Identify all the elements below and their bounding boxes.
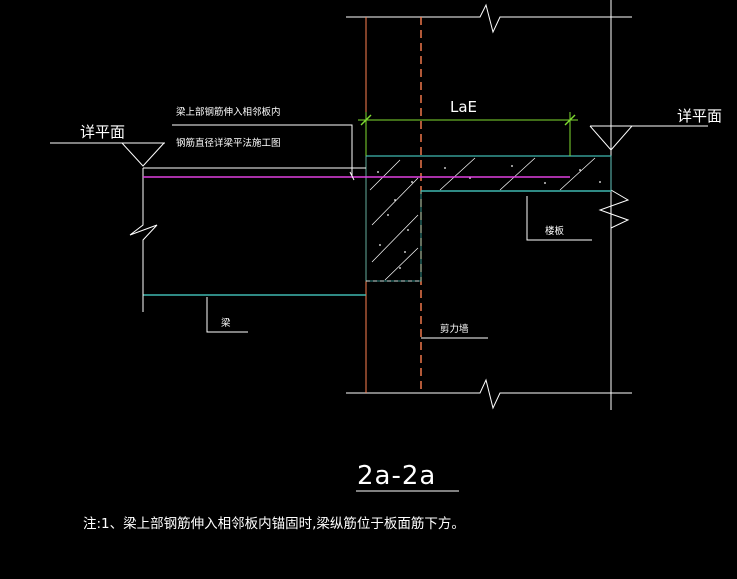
slab-leader-line xyxy=(526,196,592,241)
concrete-hatch xyxy=(365,155,612,282)
bottom-break-line xyxy=(346,378,632,410)
detail-plan-left-label: 详平面 xyxy=(80,123,125,141)
top-break-line xyxy=(346,3,632,34)
section-title: 2a-2a xyxy=(357,461,436,491)
right-break-symbol xyxy=(598,189,630,229)
footnote-text: 注:1、梁上部钢筋伸入相邻板内锚固时,梁纵筋位于板面筋下方。 xyxy=(83,515,465,532)
slab-label: 楼板 xyxy=(545,225,565,237)
beam-label: 梁 xyxy=(221,317,231,329)
note-line-2: 钢筋直径详梁平法施工图 xyxy=(176,137,281,149)
note-line-1: 梁上部钢筋伸入相邻板内 xyxy=(176,106,281,118)
note-leader-line xyxy=(172,124,353,176)
beam-left-break-symbol xyxy=(129,168,158,312)
detail-plan-right-label: 详平面 xyxy=(677,107,722,125)
anchor-length-label: LaE xyxy=(450,98,477,116)
left-elevation-marker xyxy=(50,142,165,167)
beam-leader-line xyxy=(206,297,248,333)
shear-wall-label: 剪力墙 xyxy=(440,323,469,335)
right-elevation-marker xyxy=(589,125,708,151)
anchorage-dimension xyxy=(358,112,578,156)
